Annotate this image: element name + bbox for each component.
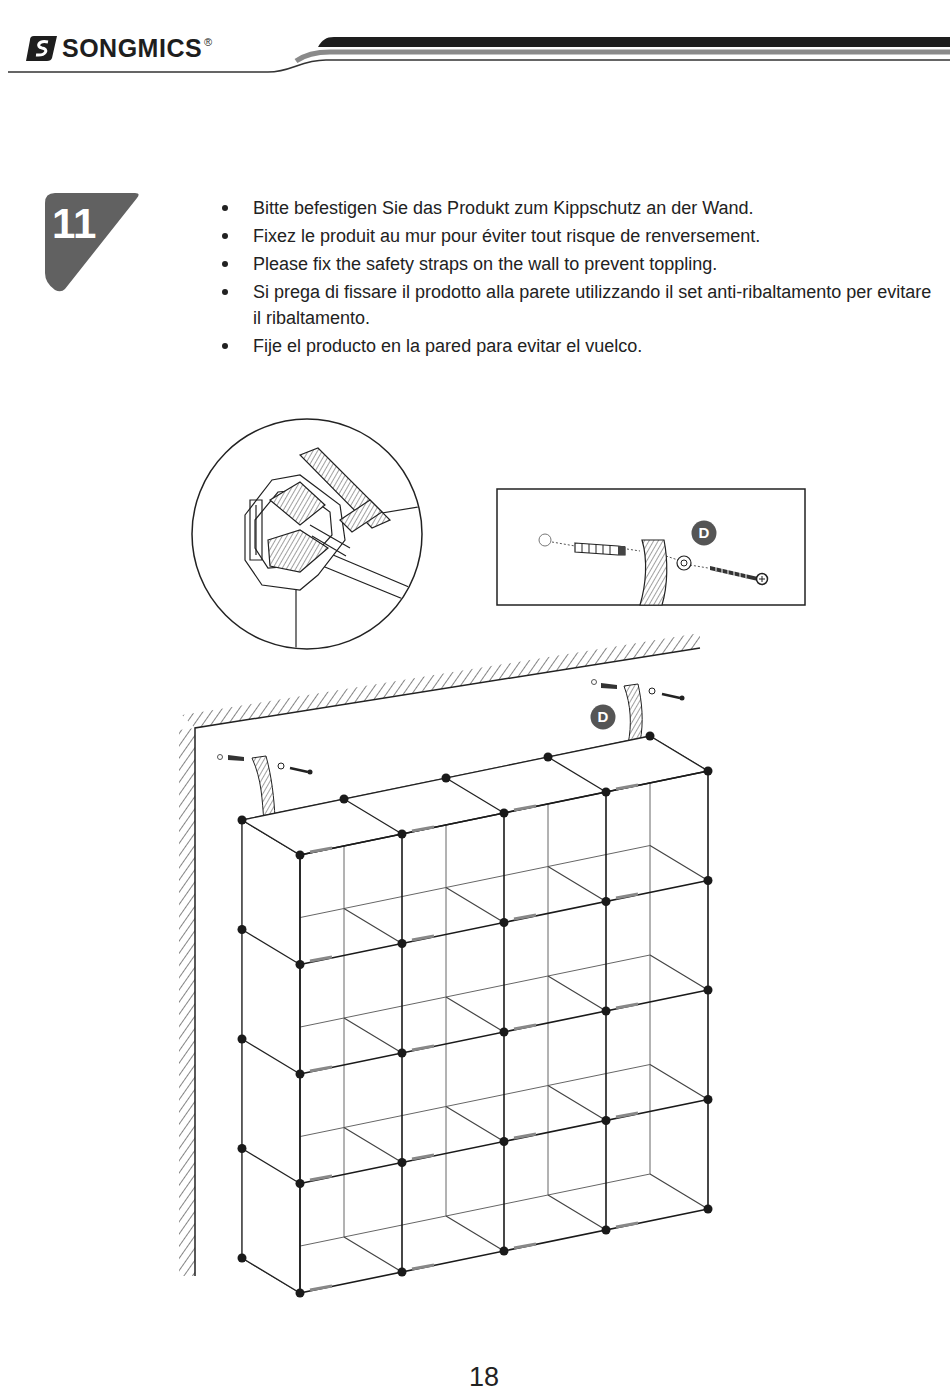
- cube-shelf: [242, 736, 708, 1293]
- circle-shape: [692, 521, 717, 546]
- bullet-dot: [222, 289, 228, 295]
- circle-shape: [591, 705, 616, 730]
- page-number: 18: [469, 1361, 499, 1391]
- brand-logo: SONGMICS: [62, 33, 202, 63]
- instruction-list: Bitte befestigen Sie das Produkt zum Kip…: [222, 195, 942, 361]
- instruction-text: Please fix the safety straps on the wall…: [253, 251, 717, 277]
- instruction-item: Fije el producto en la pared para evitar…: [222, 333, 942, 359]
- shelf-connectors: [238, 732, 713, 1298]
- instruction-item: Fixez le produit au mur pour éviter tout…: [222, 223, 942, 249]
- part-letter: D: [590, 708, 616, 726]
- bullet-dot: [222, 261, 228, 267]
- step-number: 11: [52, 201, 141, 247]
- part-letter-circle: D: [590, 704, 616, 730]
- bullet-dot: [222, 343, 228, 349]
- part-letter: D: [691, 524, 717, 542]
- instruction-text: Si prega di fissare il prodotto alla par…: [253, 279, 942, 331]
- part-letter-circle: D: [691, 520, 717, 546]
- bullet-dot: [222, 233, 228, 239]
- instruction-text: Bitte befestigen Sie das Produkt zum Kip…: [253, 195, 754, 221]
- instruction-text: Fije el producto en la pared para evitar…: [253, 333, 642, 359]
- registered-mark: ®: [204, 36, 212, 48]
- detail-circle: [192, 419, 430, 660]
- bullet-dot: [222, 205, 228, 211]
- hardware-inset: [497, 489, 805, 605]
- instruction-text: Fixez le produit au mur pour éviter tout…: [253, 223, 760, 249]
- instruction-item: Bitte befestigen Sie das Produkt zum Kip…: [222, 195, 942, 221]
- instruction-item: Please fix the safety straps on the wall…: [222, 251, 942, 277]
- instruction-item: Si prega di fissare il prodotto alla par…: [222, 279, 942, 331]
- step-badge: 11: [45, 193, 141, 293]
